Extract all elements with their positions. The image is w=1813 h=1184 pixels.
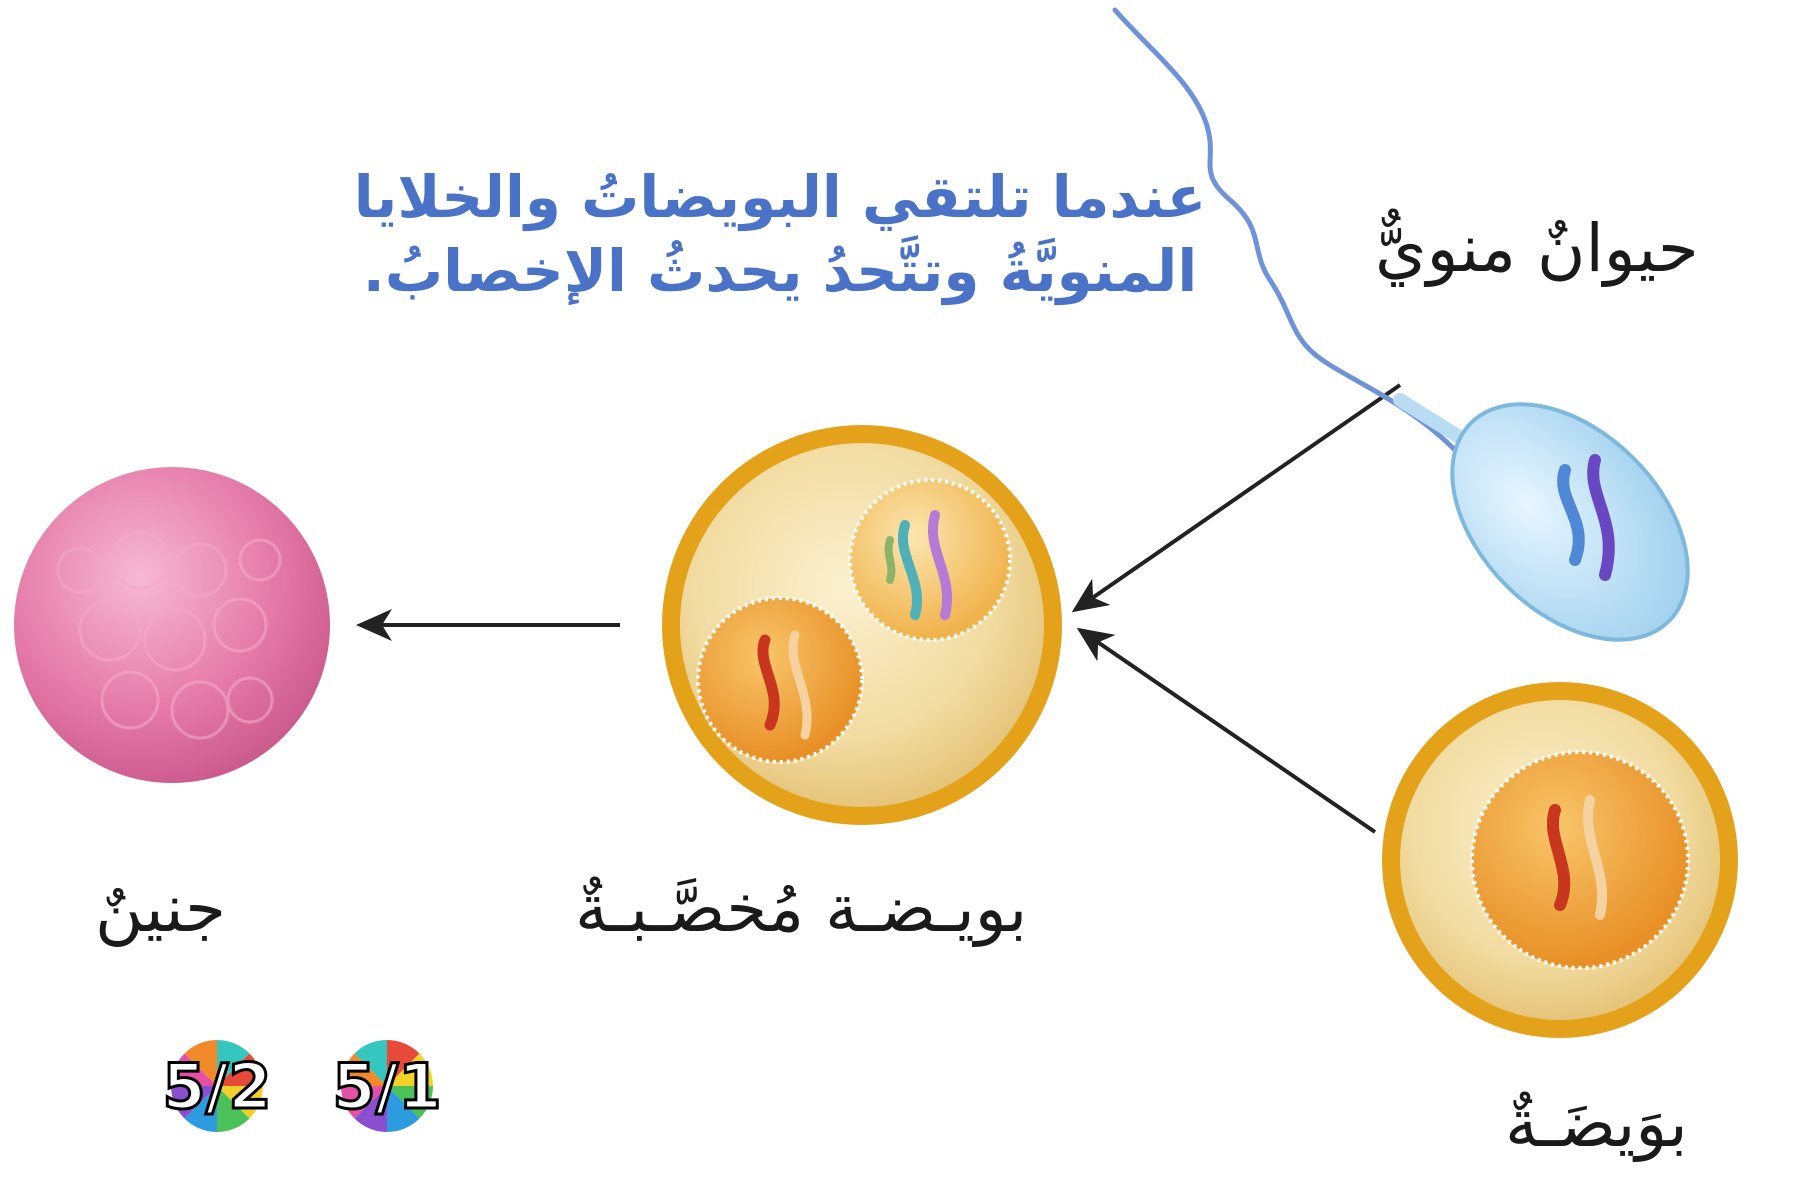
zygote-nucleus-male	[848, 478, 1012, 642]
badge-5-1[interactable]: 5/1	[331, 1036, 443, 1136]
label-sperm: حيوانٌ منويٌّ	[1375, 210, 1699, 287]
embryo-cell	[14, 467, 330, 783]
fertilized-egg-cell	[662, 425, 1062, 825]
egg-cell	[1382, 682, 1738, 1038]
caption-line-2: المنويَّةُ وتتَّحدُ يحدثُ الإخصابُ.	[362, 237, 1198, 305]
color-wheel-icon	[171, 1040, 263, 1132]
zygote-nucleus-female	[696, 596, 864, 764]
badge-5-2-text: 5/2	[161, 1049, 273, 1125]
caption-text: عندما تلتقي البويضاتُ والخلايا المنويَّة…	[330, 160, 1230, 308]
badge-5-2[interactable]: 5/2	[161, 1036, 273, 1136]
label-fertilized-egg: بويـضـة مُخصَّـبـةٌ	[575, 870, 1028, 947]
egg-nucleus	[1470, 750, 1690, 970]
label-embryo: جنينٌ	[95, 870, 226, 947]
color-wheel-icon	[341, 1040, 433, 1132]
sperm-tail	[1112, 7, 1458, 453]
sperm-chromosome-blue	[1557, 464, 1585, 566]
label-egg: بوَيضَـةٌ	[1505, 1085, 1688, 1162]
badge-5-1-text: 5/1	[331, 1049, 443, 1125]
arrow-egg-to-zygote	[1076, 627, 1377, 834]
sperm-chromosome-purple	[1587, 454, 1615, 581]
sperm-cell	[1112, 7, 1690, 642]
caption-line-1: عندما تلتقي البويضاتُ والخلايا	[353, 163, 1207, 231]
arrow-sperm-to-zygote	[1071, 383, 1402, 613]
